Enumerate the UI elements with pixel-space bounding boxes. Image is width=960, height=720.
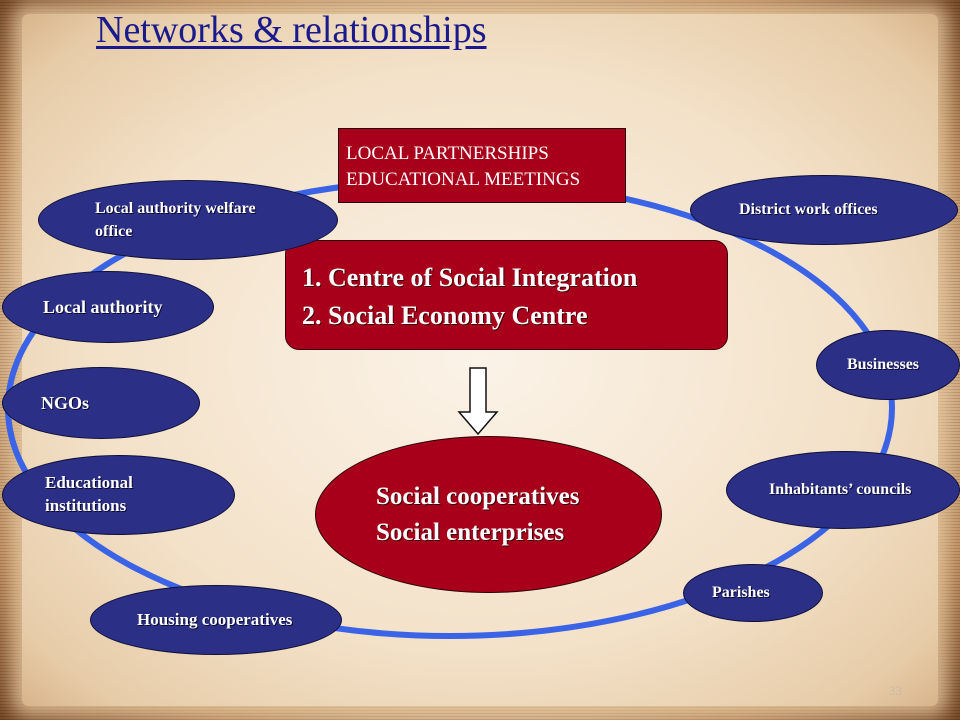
slide-title: Networks & relationships <box>96 9 487 51</box>
node-ngos: NGOs <box>2 367 200 439</box>
node-inhabitants-councils: Inhabitants’ councils <box>726 451 960 529</box>
social-cooperatives-ellipse: Social cooperatives Social enterprises <box>315 436 662 593</box>
local-partnerships-box <box>338 128 626 203</box>
partnerships-line-2: EDUCATIONAL MEETINGS <box>346 168 581 190</box>
node-educational-institutions: Educational institutions <box>2 455 235 535</box>
node-district-work-offices: District work offices <box>690 175 958 245</box>
node-housing-cooperatives: Housing cooperatives <box>90 585 342 655</box>
page-number: 33 <box>889 683 902 698</box>
down-arrow <box>457 367 499 436</box>
centre-line-1: 1. Centre of Social Integration <box>302 263 638 292</box>
node-businesses: Businesses <box>816 330 960 400</box>
centre-line-2: 2. Social Economy Centre <box>302 300 588 330</box>
partnerships-line-1: LOCAL PARTNERSHIPS <box>346 143 549 164</box>
centre-box: 1. Centre of Social Integration 2. Socia… <box>285 240 728 350</box>
node-parishes: Parishes <box>683 564 823 622</box>
cooperatives-line-1: Social cooperatives <box>376 483 580 510</box>
node-welfare-office: Local authority welfare office <box>38 180 338 260</box>
node-local-authority: Local authority <box>2 271 214 343</box>
cooperatives-line-2: Social enterprises <box>376 519 565 547</box>
local-partnerships-text: LOCAL PARTNERSHIPS EDUCATIONAL MEETINGS <box>346 141 580 192</box>
